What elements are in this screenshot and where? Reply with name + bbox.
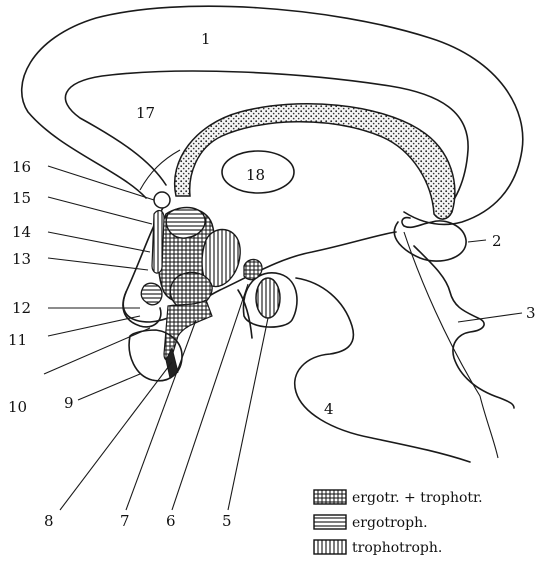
legend-label-vertical: trophotroph. xyxy=(352,540,442,556)
label-9: 9 xyxy=(64,394,74,412)
mammillary-body xyxy=(256,278,280,318)
label-4: 4 xyxy=(324,400,334,418)
legend-label-crosshatch: ergotr. + trophotr. xyxy=(352,490,483,506)
aqueduct-line xyxy=(404,232,498,458)
label-13: 13 xyxy=(12,250,31,268)
label-15: 15 xyxy=(12,189,31,207)
label-16: 16 xyxy=(12,158,31,176)
label-12: 12 xyxy=(12,299,31,317)
label-8: 8 xyxy=(44,512,54,530)
fornix-column xyxy=(154,192,170,208)
label-2: 2 xyxy=(492,232,502,250)
label-10: 10 xyxy=(8,398,27,416)
label-3: 3 xyxy=(526,304,536,322)
brainstem-4 xyxy=(295,278,470,462)
legend-swatch-crosshatch xyxy=(314,490,346,504)
legend-swatch-vertical xyxy=(314,540,346,554)
label-17: 17 xyxy=(136,104,155,122)
label-5: 5 xyxy=(222,512,232,530)
leader-lines xyxy=(44,166,522,510)
label-6: 6 xyxy=(166,512,176,530)
nucleus-6 xyxy=(244,259,262,279)
nucleus-small-horizontal xyxy=(141,283,162,305)
legend-swatch-horizontal xyxy=(314,515,346,529)
stippled-band xyxy=(175,104,455,219)
tectum-3 xyxy=(414,246,514,408)
label-1: 1 xyxy=(201,30,211,48)
legend: ergotr. + trophotr. ergotroph. trophotro… xyxy=(314,490,483,556)
label-14: 14 xyxy=(12,223,31,241)
label-18: 18 xyxy=(246,166,265,184)
nucleus-strip-15 xyxy=(152,211,164,274)
label-7: 7 xyxy=(120,512,130,530)
legend-label-horizontal: ergotroph. xyxy=(352,515,428,531)
label-11: 11 xyxy=(8,331,27,349)
